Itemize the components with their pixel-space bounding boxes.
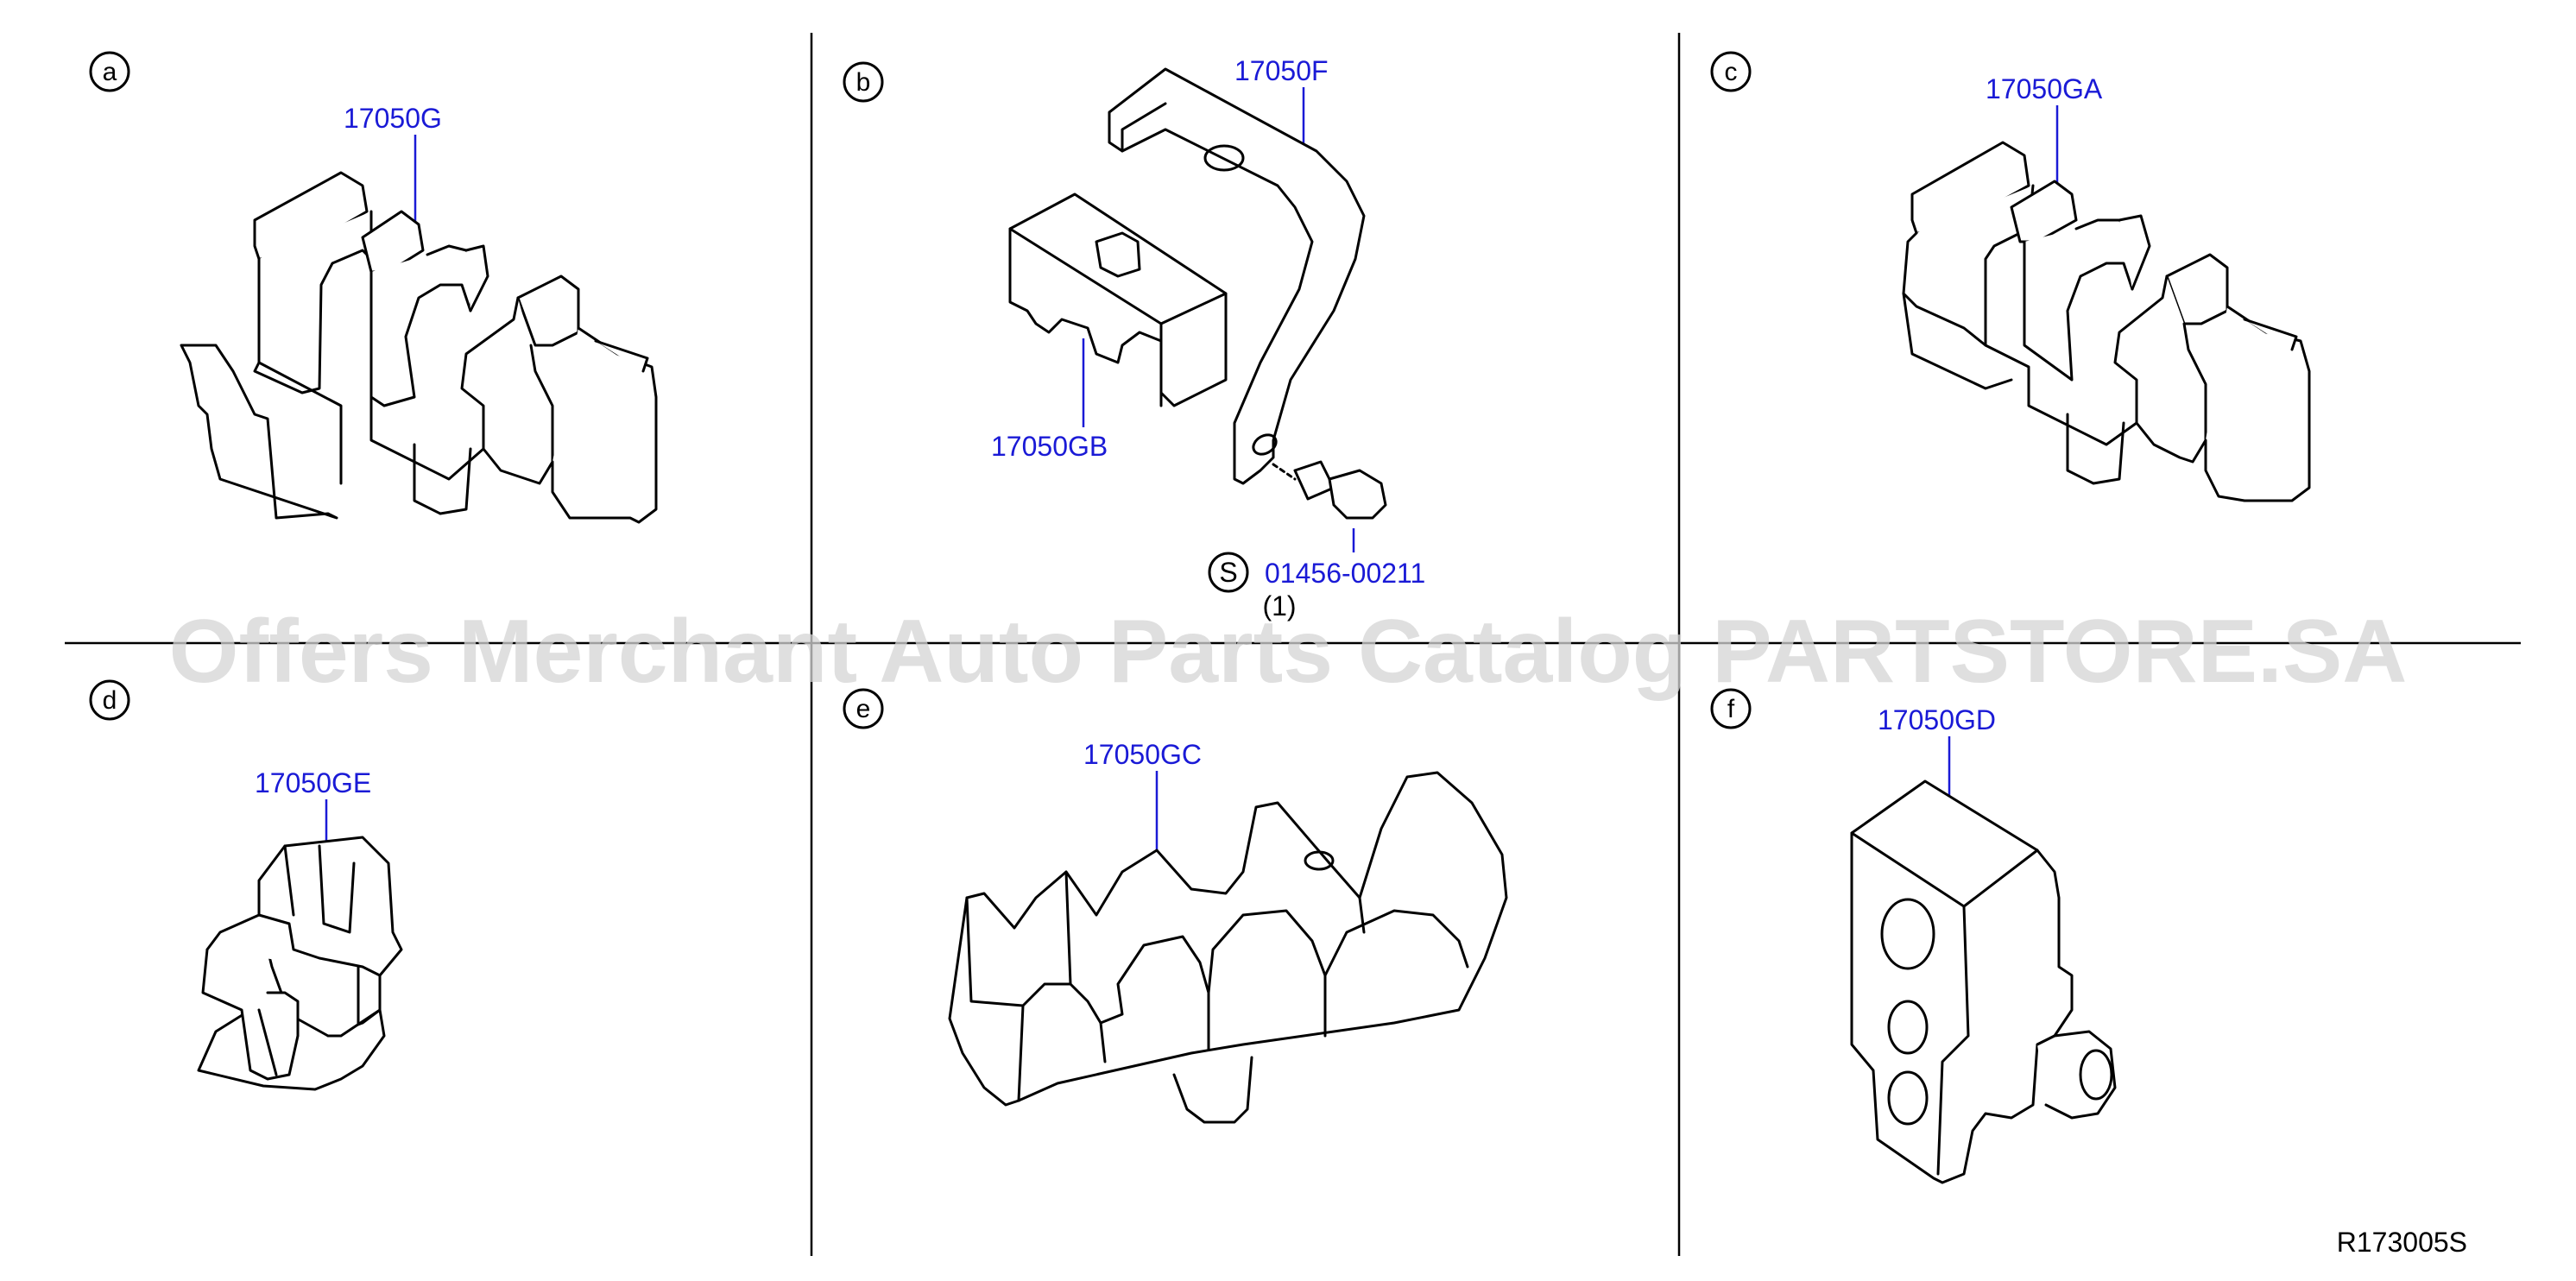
part-label-17050G[interactable]: 17050G bbox=[344, 103, 442, 134]
panel-letter: a bbox=[103, 58, 117, 86]
panel-a: a 17050G bbox=[89, 51, 658, 524]
panel-f: f 17050GD bbox=[1710, 688, 2117, 1184]
panel-b: b 17050F 17050GB S 01456-00211 (1) bbox=[843, 55, 1425, 622]
bolt-illustration bbox=[1272, 460, 1387, 520]
symbol-s: S bbox=[1219, 557, 1237, 588]
part-label-17050GA[interactable]: 17050GA bbox=[1986, 73, 2103, 104]
panel-letter: b bbox=[856, 68, 871, 97]
panel-letter-circle bbox=[1710, 51, 1752, 92]
part-label-17050GE[interactable]: 17050GE bbox=[255, 767, 371, 798]
watermark-text: Offers Merchant Auto Parts Catalog PARTS… bbox=[169, 602, 2408, 702]
panel-letter: f bbox=[1727, 695, 1735, 723]
clip-illustration-17050GA bbox=[1902, 141, 2311, 502]
holder-illustration-17050GB bbox=[1008, 192, 1228, 407]
clip-illustration-17050GC bbox=[948, 771, 1508, 1124]
panel-c: c 17050GA bbox=[1710, 51, 2311, 502]
panel-d: d 17050GE bbox=[89, 679, 403, 1091]
panel-letter-circle bbox=[843, 688, 884, 729]
panel-e: e 17050GC bbox=[843, 688, 1508, 1124]
clip-illustration-17050GE bbox=[197, 836, 403, 1091]
panel-letter: c bbox=[1725, 58, 1738, 86]
panel-letter: d bbox=[103, 686, 117, 715]
part-label-17050F[interactable]: 17050F bbox=[1234, 55, 1329, 86]
block-illustration-17050GD bbox=[1850, 779, 2117, 1184]
quantity-label: (1) bbox=[1262, 590, 1296, 622]
panel-letter-circle bbox=[843, 61, 884, 103]
part-label-17050GD[interactable]: 17050GD bbox=[1878, 704, 1996, 735]
part-label-01456-00211[interactable]: 01456-00211 bbox=[1265, 558, 1425, 589]
panel-letter-circle bbox=[1710, 688, 1752, 729]
symbol-circle bbox=[1208, 552, 1249, 593]
panel-letter-circle bbox=[89, 51, 130, 92]
panel-letter: e bbox=[856, 695, 871, 723]
clip-illustration-17050G bbox=[180, 171, 658, 524]
panel-letter-circle bbox=[89, 679, 130, 721]
part-label-17050GB[interactable]: 17050GB bbox=[991, 431, 1108, 462]
reference-code: R173005S bbox=[2337, 1227, 2467, 1258]
bracket-illustration-17050F bbox=[1108, 67, 1366, 485]
part-label-17050GC[interactable]: 17050GC bbox=[1083, 739, 1202, 770]
